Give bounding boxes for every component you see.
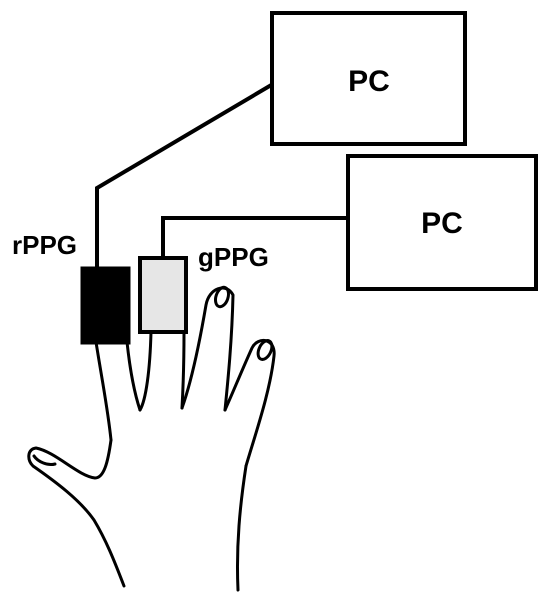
middle-finger [138, 330, 153, 412]
gppg-label: gPPG [198, 242, 269, 272]
ring-fingernail [214, 285, 230, 309]
little-fingernail [256, 339, 274, 361]
rppg-sensor: rPPG [12, 230, 131, 345]
thumbnail [32, 454, 57, 466]
ring-finger [180, 286, 235, 412]
pc-box-top-label: PC [348, 65, 390, 98]
thumb [27, 438, 126, 588]
rppg-cable [95, 82, 275, 268]
rppg-label: rPPG [12, 230, 77, 260]
palm-right-edge [235, 464, 248, 592]
pc-box-bottom-label: PC [421, 207, 463, 240]
gppg-cable [161, 216, 349, 258]
gppg-sensor: gPPG [138, 242, 269, 334]
hand-outline [27, 285, 276, 592]
pc-box-top: PC [270, 11, 467, 146]
gppg-sensor-body [138, 256, 188, 334]
pc-box-bottom: PC [346, 154, 538, 291]
rppg-sensor-body [80, 266, 131, 345]
index-finger [94, 340, 113, 442]
